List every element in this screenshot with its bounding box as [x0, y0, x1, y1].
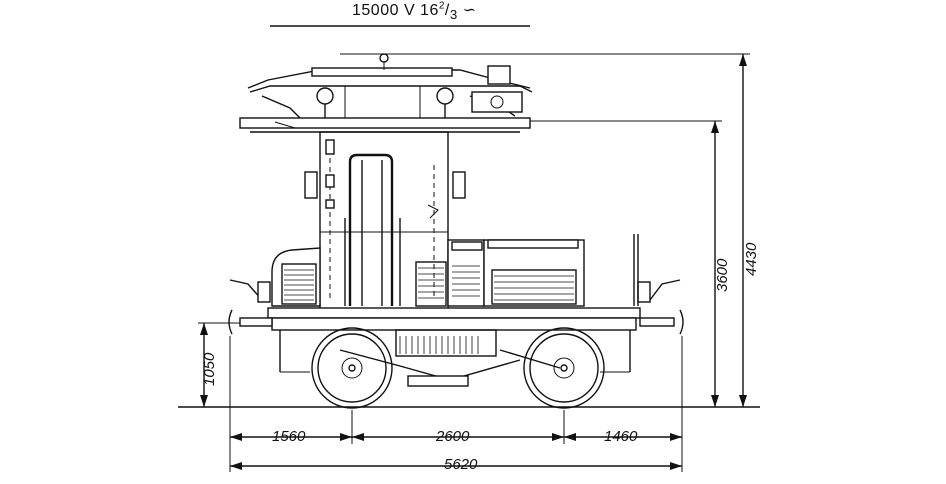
cab-roof [239, 117, 531, 133]
front-overhang-label: 1560 [272, 428, 306, 445]
buffer-height-label: 1050 [201, 352, 218, 386]
rear-wheel [523, 327, 605, 409]
dim-buffer-height [198, 322, 240, 407]
dim-cab-height [530, 120, 722, 407]
front-wheel [311, 327, 393, 409]
rear-bonnet [415, 239, 585, 307]
pantograph [247, 53, 533, 119]
dim-length-segments [229, 336, 683, 472]
voltage-label: 15000 V 162/3 ∽ [352, 0, 477, 23]
rear-overhang-label: 1460 [604, 428, 638, 445]
wheelbase-label: 2600 [435, 428, 470, 445]
underframe [267, 307, 641, 387]
voltage-text: 15000 V 16 [352, 2, 439, 19]
dim-total-length [230, 462, 682, 470]
frequency-denominator: 3 [449, 7, 458, 23]
frequency-numerator: 2 [438, 0, 445, 12]
ac-symbol: ∽ [462, 2, 477, 19]
front-bonnet [271, 247, 321, 307]
front-buffer [228, 279, 273, 335]
cab-height-label: 3600 [714, 258, 731, 292]
dim-total-height [340, 53, 750, 407]
total-length-label: 5620 [444, 456, 478, 473]
rear-buffer [633, 234, 684, 335]
cab-body [304, 131, 466, 311]
total-height-label: 4430 [743, 242, 760, 276]
